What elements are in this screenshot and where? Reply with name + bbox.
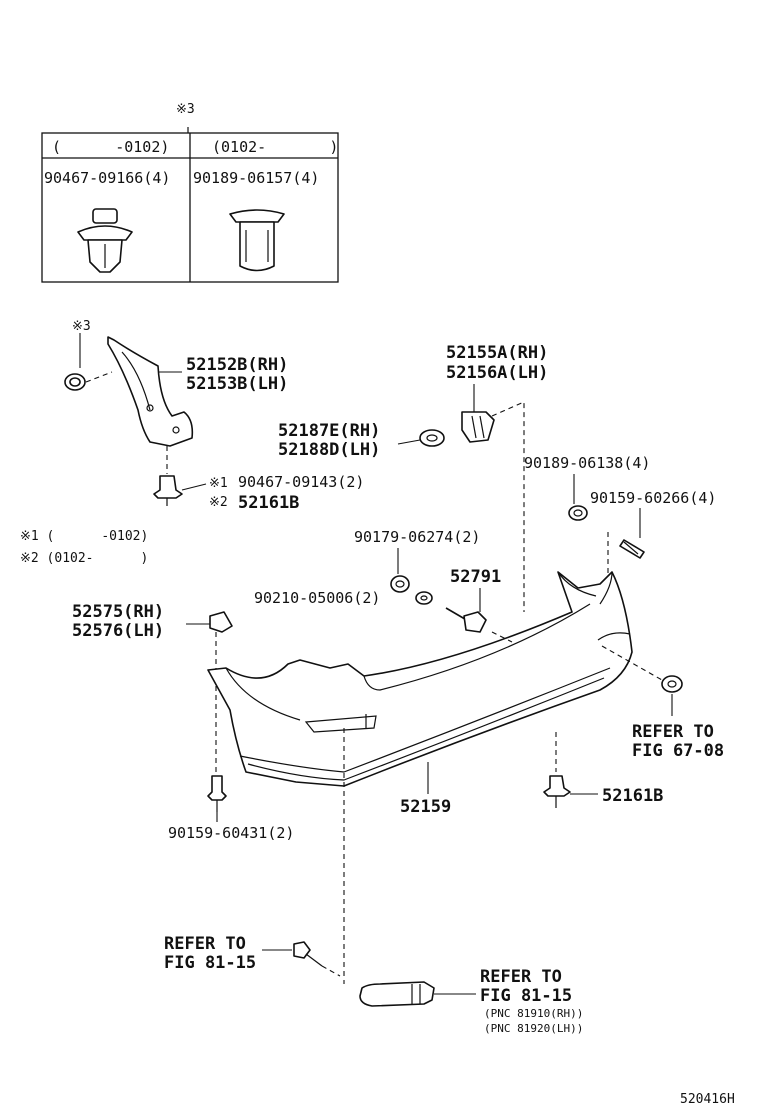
clip-table-col1-header: ( -0102) xyxy=(52,138,169,156)
label-refer-81-15a-line2: FIG 81-15 xyxy=(164,953,256,973)
label-washer-90210-05006: 90210-05006(2) xyxy=(254,589,380,607)
label-clip-52161b-upper: 52161B xyxy=(238,493,299,513)
retainer-icon xyxy=(461,411,495,443)
label-refer-67-08-line2: FIG 67-08 xyxy=(632,741,724,761)
label-refer-81-15a-line1: REFER TO xyxy=(164,934,246,954)
label-mark1: ※1 xyxy=(209,476,228,491)
label-side-bracket-rh: 52575(RH) xyxy=(72,602,164,622)
bracket-lower-clip-icon xyxy=(153,475,183,506)
figure-code: 520416H xyxy=(680,1092,735,1107)
label-clip-90467-09143: 90467-09143(2) xyxy=(238,473,364,491)
side-bracket-icon xyxy=(209,611,233,633)
nut-icon xyxy=(390,575,410,593)
label-bracket-rh: 52152B(RH) xyxy=(186,355,288,375)
push-clip-icon xyxy=(77,208,133,273)
screw-90159-upper-icon xyxy=(619,539,645,559)
label-pnc-lh: (PNC 81920(LH)) xyxy=(484,1022,583,1035)
clip-table: ( -0102) (0102- ) 90467-09166(4) 90189-0… xyxy=(41,127,339,283)
screw-90159-lower-icon xyxy=(207,775,227,812)
label-refer-67-08-line1: REFER TO xyxy=(632,722,714,742)
label-retainer-lh: 52156A(LH) xyxy=(446,363,548,383)
bracket-clip-icon xyxy=(64,373,86,391)
label-retainer-rh: 52155A(RH) xyxy=(446,343,548,363)
bumper-clip-right-icon xyxy=(661,675,683,693)
bumper-clip-lower-icon xyxy=(543,775,571,808)
rear-reflector xyxy=(359,981,435,1007)
washer-icon xyxy=(415,591,433,605)
rear-bumper-cover xyxy=(207,571,633,787)
clip-table-col2-header: (0102- ) xyxy=(212,138,338,156)
note3-marker: ※3 xyxy=(176,102,195,117)
label-nut-90179-06274: 90179-06274(2) xyxy=(354,528,480,546)
clip-table-col2-part: 90189-06157(4) xyxy=(193,169,319,187)
clip-90189-icon xyxy=(568,505,588,521)
label-spacer-lh: 52188D(LH) xyxy=(278,440,380,460)
note2-text: ※2 (0102- ) xyxy=(20,551,148,566)
rear-bumper-side-bracket xyxy=(107,336,194,447)
label-bumper-cover-52159: 52159 xyxy=(400,797,451,817)
bolt-icon xyxy=(445,607,487,633)
label-refer-81-15b-line1: REFER TO xyxy=(480,967,562,987)
label-clip-90189-06138: 90189-06138(4) xyxy=(524,454,650,472)
plastic-clip-icon xyxy=(229,209,285,272)
label-screw-90159-60431: 90159-60431(2) xyxy=(168,824,294,842)
label-bracket-lh: 52153B(LH) xyxy=(186,374,288,394)
spacer-icon xyxy=(419,429,445,447)
label-bolt-52791: 52791 xyxy=(450,567,501,587)
clip-table-col1-part: 90467-09166(4) xyxy=(44,169,170,187)
note3-marker-bracket: ※3 xyxy=(72,319,91,334)
label-spacer-rh: 52187E(RH) xyxy=(278,421,380,441)
note1-text: ※1 ( -0102) xyxy=(20,529,148,544)
label-clip-52161b-lower: 52161B xyxy=(602,786,663,806)
label-refer-81-15b-line2: FIG 81-15 xyxy=(480,986,572,1006)
label-screw-90159-60266: 90159-60266(4) xyxy=(590,489,716,507)
label-mark2: ※2 xyxy=(209,495,228,510)
reflector-screw-icon xyxy=(293,941,341,977)
label-side-bracket-lh: 52576(LH) xyxy=(72,621,164,641)
label-pnc-rh: (PNC 81910(RH)) xyxy=(484,1007,583,1020)
